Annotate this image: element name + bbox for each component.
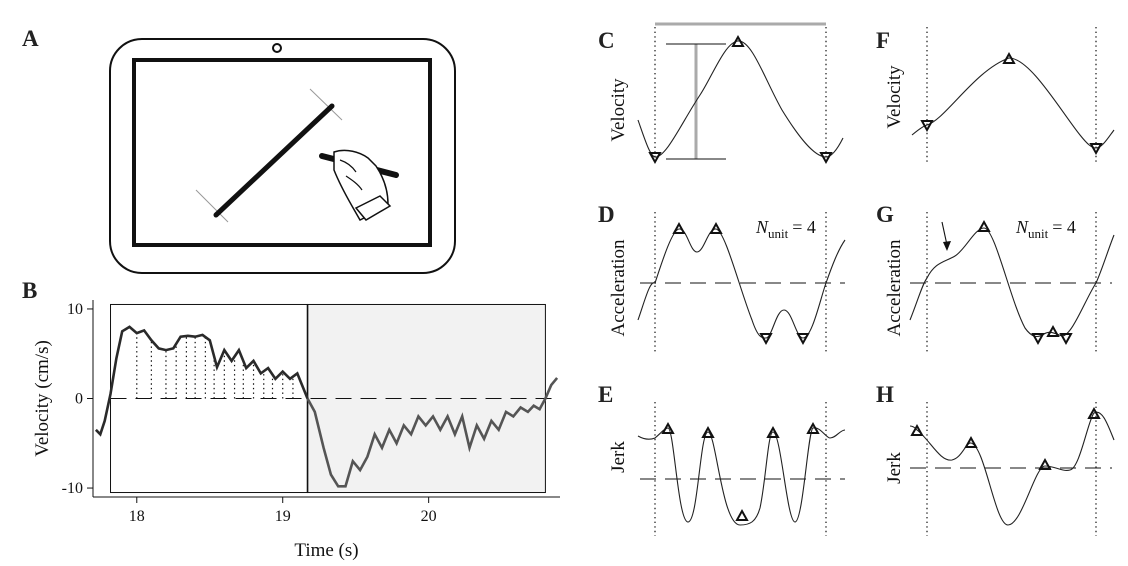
panel-letter-D: D [598,202,615,227]
hand-with-pen-icon [319,149,399,221]
y-label-acceleration-D: Acceleration [608,239,629,337]
y-label-velocity-F: Velocity [884,65,905,129]
schematic-jerk-H [909,402,1115,536]
y-label-jerk-E: Jerk [608,441,629,473]
y-label-jerk-H: Jerk [884,452,905,484]
y-label-acceleration-G: Acceleration [884,239,905,337]
x-tick-label: 19 [275,508,291,525]
schematic-acceleration-G [909,212,1115,352]
panel-letter-A: A [22,26,39,51]
tablet-icon [109,38,456,274]
series-line-first [94,325,309,437]
x-tick-label: 18 [129,508,145,525]
n-unit-label-D: Nunit= 4 [755,217,816,241]
schematic-jerk-E [637,402,846,536]
panel-letter-C: C [598,28,615,53]
panel-letter-F: F [876,28,890,53]
y-tick-label: -10 [62,480,83,497]
y-axis-label: Velocity (cm/s) [32,340,53,457]
panel-letter-E: E [598,382,613,407]
x-axis-label: Time (s) [294,540,358,561]
velocity-timeseries-chart: 18 19 20 10 0 -10 Time (s) Velocity (cm/s) [32,300,560,561]
y-label-velocity-C: Velocity [608,78,629,142]
panel-letter-H: H [876,382,894,407]
x-tick-label: 20 [421,508,437,525]
y-tick-label: 10 [67,301,83,318]
panel-letter-B: B [22,278,37,303]
schematic-velocity-F [911,27,1115,165]
y-tick-label: 0 [75,391,83,408]
panel-letter-G: G [876,202,894,227]
schematic-velocity-C [637,22,844,165]
n-unit-label-G: Nunit= 4 [1015,217,1076,241]
schematic-acceleration-D [637,212,846,352]
series-line-second [306,377,559,488]
